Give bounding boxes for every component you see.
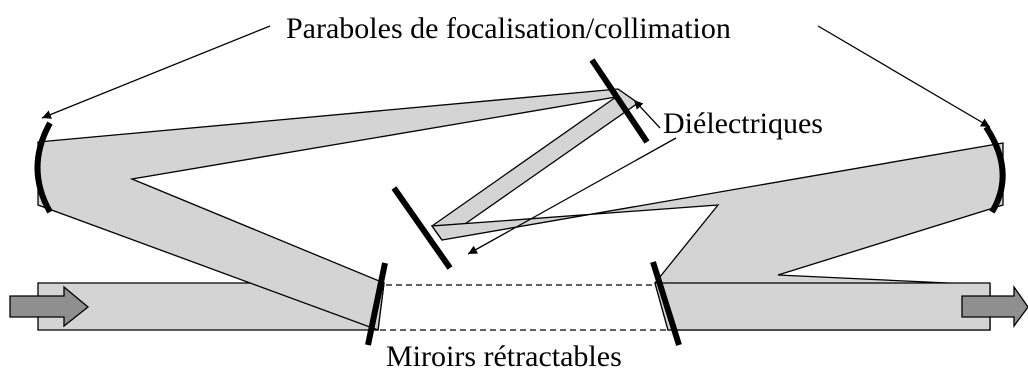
- leader-dielectric-upper: [633, 99, 661, 129]
- label-mirrors: Miroirs rétractables: [386, 340, 622, 369]
- beam-path: [37, 88, 1004, 331]
- dielectric-lower: [391, 186, 453, 270]
- leader-dielectric-lower: [467, 137, 677, 255]
- output-arrow-icon: [961, 284, 1028, 328]
- label-parabolas: Paraboles de focalisation/collimation: [286, 12, 731, 45]
- leader-arrows: [41, 25, 991, 255]
- retractable-mirror-left: [365, 262, 388, 346]
- dielectric-upper: [589, 58, 650, 144]
- leader-parabola-left: [41, 25, 271, 119]
- parabola-right: [983, 125, 1006, 214]
- label-dielectrics: Diélectriques: [663, 107, 823, 140]
- beam-right-output: [654, 282, 991, 331]
- input-arrow-icon: [9, 285, 90, 328]
- retractable-mirror-right: [650, 261, 682, 346]
- leader-parabola-right: [817, 25, 991, 128]
- retracted-path: [380, 284, 668, 331]
- parabola-left: [34, 121, 53, 214]
